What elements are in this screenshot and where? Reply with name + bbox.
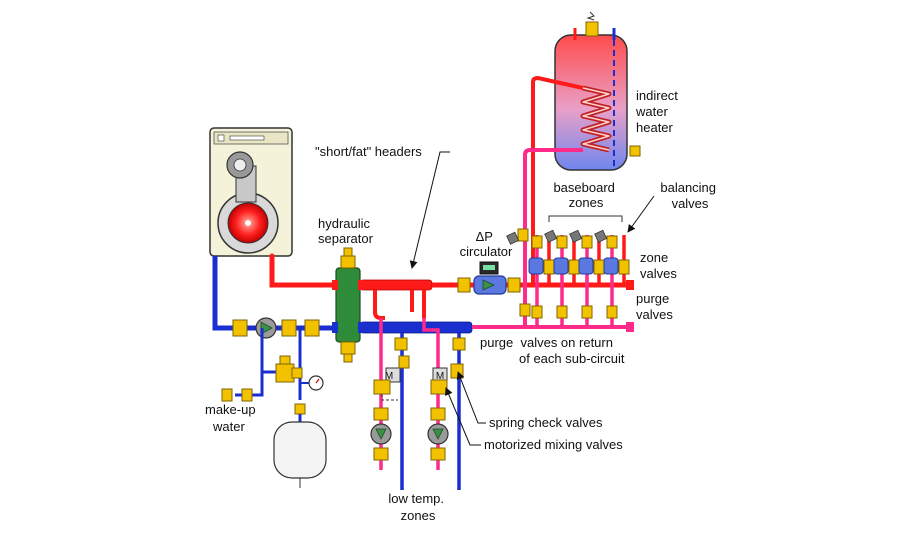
boiler-circulator xyxy=(232,317,320,339)
headers-label: "short/fat" headers xyxy=(315,144,422,159)
zone-valves-label: zone valves xyxy=(640,250,677,281)
make-up-water-label: make-up water xyxy=(205,402,259,434)
expansion-tank xyxy=(273,414,327,488)
spring-check-valves-low-temp xyxy=(398,355,410,369)
balancing-valves-pointer xyxy=(627,195,655,233)
hydraulic-separator-label: hydraulic separator xyxy=(318,216,374,246)
low-temp-zones-label: low temp. zones xyxy=(388,491,447,523)
baseboard-zones-label: baseboard zones xyxy=(553,180,618,210)
dp-circulator-label: ΔP circulator xyxy=(460,229,513,259)
indirect-water-heater xyxy=(554,11,641,171)
heater-coil-pipes xyxy=(523,75,584,327)
zone-valves xyxy=(528,257,630,275)
mixing-valve-letter-2: M xyxy=(436,371,444,382)
dp-circulator xyxy=(457,261,521,295)
purge-valves-manifold xyxy=(519,303,618,319)
supply-header xyxy=(359,279,433,291)
baseboard-zones-bracket xyxy=(548,215,623,222)
mixing-valve-letter-1: M xyxy=(385,371,393,382)
balancing-valves xyxy=(506,228,618,249)
purge-return-label: purge valves on return of each sub-circu… xyxy=(480,335,625,366)
balancing-valves-label: balancing valves xyxy=(660,180,719,211)
spring-check-label: spring check valves xyxy=(489,415,603,430)
low-temp-zone-2 xyxy=(422,318,466,490)
hydraulic-separator xyxy=(332,247,364,363)
make-up-valves xyxy=(221,367,306,415)
motorized-mixing-pointer xyxy=(445,387,481,446)
indirect-heater-label: indirect water heater xyxy=(635,88,682,135)
backflow-preventer xyxy=(275,355,295,383)
supply-end-cap xyxy=(626,280,634,290)
boiler-supply-pipe xyxy=(269,253,343,288)
low-temp-zone-1 xyxy=(370,318,408,490)
motorized-mixing-label: motorized mixing valves xyxy=(484,437,623,452)
purge-valves-label: purge valves xyxy=(636,291,673,322)
headers-pointer xyxy=(409,151,450,269)
boiler xyxy=(209,127,293,257)
spring-check-pointer xyxy=(456,371,486,424)
return-header xyxy=(359,321,473,334)
low-temp-supply-crossovers xyxy=(373,290,426,320)
return-end-cap xyxy=(626,322,634,332)
pressure-gauge xyxy=(308,375,324,391)
boiler-return-pipe xyxy=(212,256,340,331)
